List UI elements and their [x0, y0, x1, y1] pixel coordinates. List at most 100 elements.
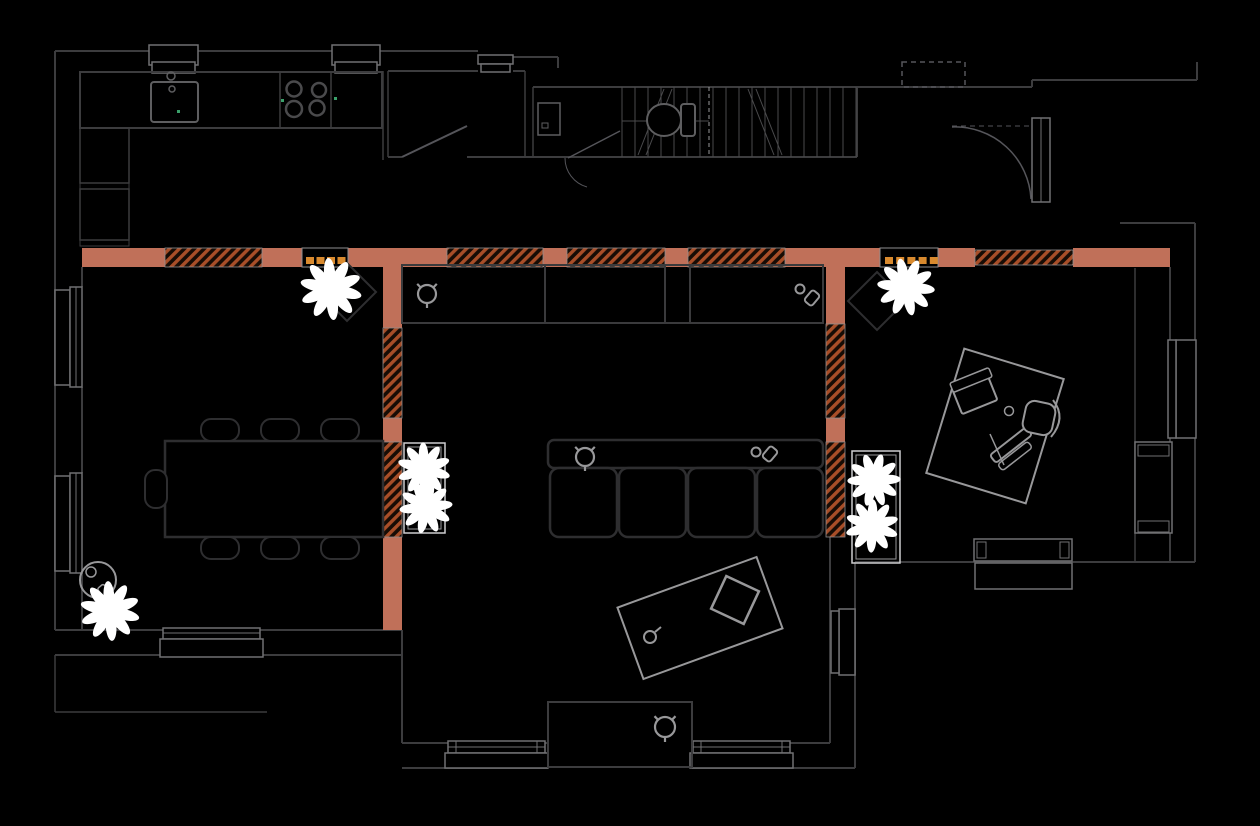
radiator-cap [976, 541, 987, 559]
window-sill [1175, 339, 1197, 439]
plant [399, 480, 453, 534]
coffee-table-knob-stem [654, 626, 662, 633]
wall-new-segment [383, 537, 402, 630]
wall-new-segment [785, 248, 880, 267]
radiator [1134, 441, 1173, 534]
wall-demolition-segment [825, 441, 846, 538]
sofa-seat [755, 466, 825, 539]
ceiling-lamp [653, 715, 677, 742]
radiator [973, 538, 1073, 562]
planter-box-inner [855, 454, 897, 560]
shelf-item [803, 289, 821, 307]
wall-demolition-segment [825, 323, 846, 419]
electrical-panel-switch [541, 122, 549, 129]
window-sill [689, 752, 794, 769]
plant [846, 499, 898, 553]
stair-break-line [755, 88, 783, 156]
dining-chair [200, 418, 240, 442]
wall-demolition-segment [566, 247, 666, 268]
plant [847, 454, 901, 506]
coffee-table-knob [643, 630, 657, 644]
wall-demolition-segment [687, 247, 786, 268]
window [830, 610, 840, 674]
coffee-table-tray [709, 574, 761, 626]
wall-new-segment [383, 267, 402, 328]
entry-canopy-dashed [901, 61, 966, 88]
wc-door-swing [564, 157, 588, 188]
shelf-item [761, 445, 779, 463]
kitchen-cabinet-shelf [79, 239, 130, 247]
window-sill [159, 638, 264, 658]
desk-chair [1021, 399, 1057, 437]
stove-burner [310, 81, 328, 99]
pen [989, 433, 1005, 466]
radiator-cap [1059, 541, 1070, 559]
sofa-seat [686, 466, 757, 539]
bay-alcove [547, 701, 693, 768]
wall-demolition-segment [446, 247, 544, 268]
wall-new-segment [543, 248, 567, 267]
plant [80, 581, 140, 641]
wall-demolition-segment [382, 327, 403, 419]
window-sill [54, 289, 71, 386]
plant [300, 258, 362, 320]
window-sill [838, 608, 856, 676]
wall-new-segment [938, 248, 975, 267]
indicator-dot [177, 110, 180, 113]
floor-lamp-bulb [85, 566, 97, 578]
shelf-item [750, 446, 762, 458]
wall-demolition-segment [164, 247, 263, 268]
keyboard [998, 441, 1032, 471]
stove-burner [308, 99, 326, 117]
wall-new-segment [826, 267, 845, 324]
electrical-panel [537, 102, 561, 136]
desk-chair-back [1050, 399, 1061, 438]
kitchen-counter [79, 71, 383, 129]
sofa-seat [617, 466, 688, 539]
window [1167, 339, 1177, 439]
dining-chair [320, 418, 360, 442]
indicator-dot [281, 99, 284, 102]
kitchen-sink [150, 81, 199, 123]
window-sill [974, 562, 1073, 590]
pantry-door-leaf [401, 125, 468, 158]
stove-burner [284, 99, 304, 119]
niche-infill-dashes [885, 257, 938, 264]
window-sill [54, 475, 71, 572]
plant [877, 258, 935, 316]
sink-faucet [166, 71, 176, 81]
window [477, 54, 514, 65]
wall-new-segment [383, 418, 402, 442]
ceiling-lamp [574, 446, 596, 471]
sofa-seat [548, 466, 619, 539]
wall-new-segment [1073, 248, 1170, 267]
wc-door-leaf [567, 130, 621, 159]
radiator-cap [1137, 520, 1170, 533]
indicator-dot [334, 97, 337, 100]
wall-new-segment [826, 418, 845, 442]
shelf-item [794, 283, 806, 295]
stair-break-line [747, 88, 775, 156]
toilet-tank [680, 103, 696, 137]
entry-door-swing [951, 126, 1032, 200]
plant [398, 442, 450, 496]
wall-new-segment [262, 248, 302, 267]
dining-chair [320, 536, 360, 560]
dining-chair [260, 418, 300, 442]
ceiling-lamp [416, 283, 438, 308]
wardrobe-unit [689, 264, 824, 324]
dining-chair [260, 536, 300, 560]
stove-burner [285, 80, 303, 98]
mouse [1003, 405, 1015, 417]
radiator-cap [1137, 444, 1170, 457]
window-sill [444, 752, 549, 769]
dining-table [163, 439, 385, 539]
wall-new-segment [665, 248, 688, 267]
wall-demolition-segment [974, 249, 1074, 266]
wall-new-segment [82, 248, 165, 267]
dining-chair [200, 536, 240, 560]
dining-chair [144, 469, 168, 509]
laptop-lid [949, 367, 993, 393]
